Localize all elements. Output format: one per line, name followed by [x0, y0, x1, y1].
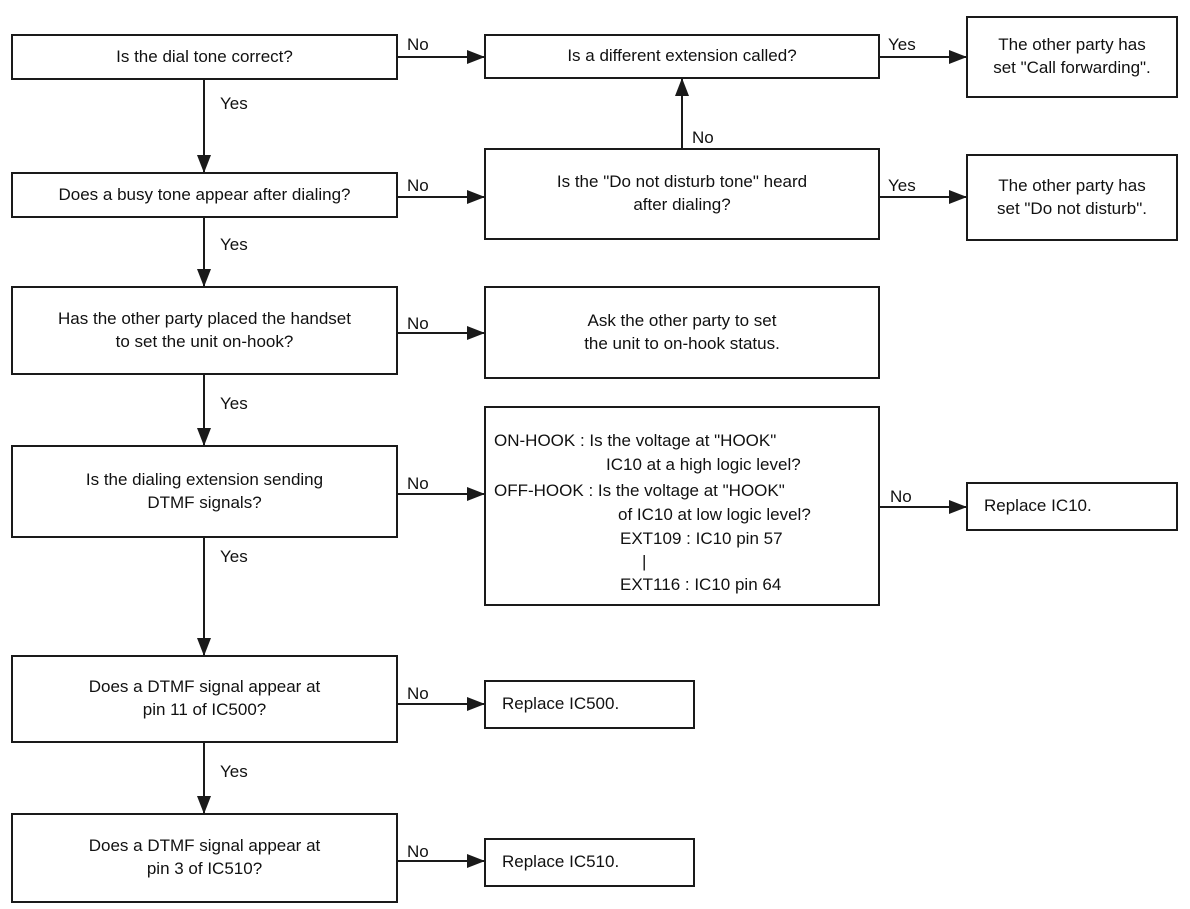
node-text: the unit to on-hook status. — [584, 333, 780, 353]
hook-on-line-2: IC10 at a high logic level? — [606, 455, 801, 474]
label-yes-q1: Yes — [220, 94, 248, 113]
ext-range-separator: | — [642, 552, 647, 571]
label-no-q3: No — [407, 314, 429, 333]
decision-dial-tone: Is the dial tone correct? — [11, 34, 398, 80]
label-no-q2: No — [407, 176, 429, 195]
label-no-q1: No — [407, 35, 429, 54]
node-text: Does a DTMF signal appear at — [88, 836, 321, 856]
node-text: The other party has — [998, 175, 1146, 195]
node-text: Is a different extension called? — [567, 46, 797, 66]
node-text: pin 11 of IC500? — [142, 700, 267, 719]
decision-do-not-disturb-tone: Is the "Do not disturb tone" heard after… — [484, 148, 880, 240]
node-text: Replace IC510. — [502, 852, 620, 872]
label-no-dnd: No — [692, 128, 714, 147]
hook-off-line: OFF-HOOK : Is the voltage at "HOOK" — [494, 481, 785, 500]
node-text: DTMF signals? — [147, 492, 262, 512]
node-text: Does a busy tone appear after dialing? — [58, 184, 351, 204]
node-text: set "Do not disturb". — [996, 198, 1148, 218]
result-do-not-disturb: The other party has set "Do not disturb"… — [966, 154, 1178, 241]
node-text: Is the dial tone correct? — [116, 46, 293, 66]
label-yes-diffext: Yes — [888, 35, 916, 54]
decision-handset-on-hook: Has the other party placed the handset t… — [11, 286, 398, 375]
action-replace-ic500: Replace IC500. — [484, 680, 695, 729]
node-text: pin 3 of IC510? — [146, 859, 263, 878]
ext-range-end: EXT116 : IC10 pin 64 — [620, 575, 782, 594]
decision-different-extension: Is a different extension called? — [484, 34, 880, 79]
decision-dtmf-ic500: Does a DTMF signal appear at pin 11 of I… — [11, 655, 398, 743]
decision-dtmf-ic510: Does a DTMF signal appear at pin 3 of IC… — [11, 813, 398, 903]
node-text: Does a DTMF signal appear at — [88, 677, 321, 697]
node-text: Replace IC10. — [984, 496, 1092, 516]
node-text: Ask the other party to set — [587, 310, 777, 330]
node-text: set "Call forwarding". — [993, 58, 1151, 77]
check-hook-voltage: ON-HOOK : Is the voltage at "HOOK" IC10 … — [484, 406, 880, 606]
node-text: Has the other party placed the handset — [58, 308, 351, 328]
node-text: The other party has — [998, 35, 1146, 55]
node-text: Is the "Do not disturb tone" heard — [556, 172, 808, 192]
decision-busy-tone: Does a busy tone appear after dialing? — [11, 172, 398, 218]
label-no-q6: No — [407, 842, 429, 861]
node-text: after dialing? — [633, 195, 731, 214]
label-yes-q4: Yes — [220, 547, 248, 566]
label-no-q4: No — [407, 474, 429, 493]
label-yes-q5: Yes — [220, 762, 248, 781]
hook-on-line: ON-HOOK : Is the voltage at "HOOK" — [494, 431, 777, 450]
action-replace-ic510: Replace IC510. — [484, 838, 695, 887]
node-text: to set the unit on-hook? — [115, 331, 294, 351]
hook-off-line-2: of IC10 at low logic level? — [618, 505, 811, 524]
label-no-hookcheck: No — [890, 487, 912, 506]
node-text: Is the dialing extension sending — [85, 469, 324, 489]
action-ask-on-hook: Ask the other party to set the unit to o… — [484, 286, 880, 379]
node-text: Replace IC500. — [502, 694, 620, 714]
label-yes-dnd: Yes — [888, 176, 916, 195]
label-no-q5: No — [407, 684, 429, 703]
decision-sending-dtmf: Is the dialing extension sending DTMF si… — [11, 445, 398, 538]
ext-range-start: EXT109 : IC10 pin 57 — [620, 529, 783, 548]
label-yes-q2: Yes — [220, 235, 248, 254]
result-call-forwarding: The other party has set "Call forwarding… — [966, 16, 1178, 98]
action-replace-ic10: Replace IC10. — [966, 482, 1178, 531]
label-yes-q3: Yes — [220, 394, 248, 413]
